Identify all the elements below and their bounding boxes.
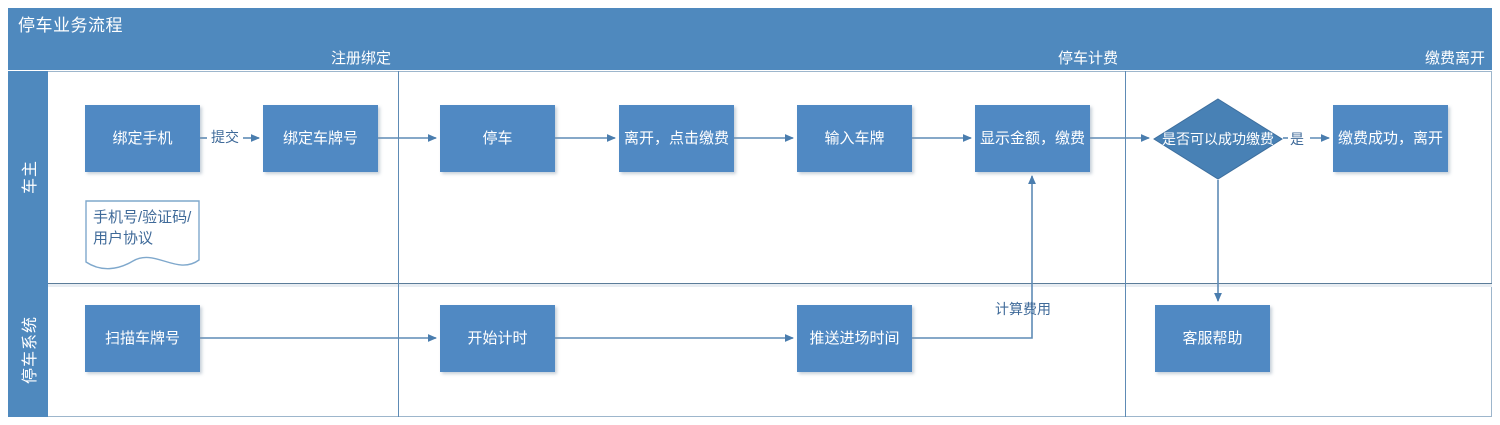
- page-title: 停车业务流程: [18, 16, 123, 35]
- phase-header-1: 注册绑定: [330, 49, 391, 67]
- node-input-plate[interactable]: 输入车牌: [797, 105, 912, 172]
- swimlane-header-owner: 车主: [8, 71, 48, 283]
- node-doc-register-info[interactable]: 手机号/验证码/用户协议: [85, 200, 200, 272]
- edge-label-yes: 是: [1290, 131, 1304, 147]
- phase-header-2: 停车计费: [1057, 49, 1118, 67]
- node-start-timer[interactable]: 开始计时: [440, 305, 555, 372]
- edge-label-calc-fee: 计算费用: [995, 301, 1051, 317]
- diamond-shape-icon: [1153, 98, 1283, 180]
- node-bind-phone[interactable]: 绑定手机: [85, 105, 200, 172]
- node-park[interactable]: 停车: [440, 105, 555, 172]
- edge-label-submit: 提交: [211, 129, 239, 145]
- decision-label: 是否可以成功缴费: [1162, 130, 1274, 147]
- document-shape-icon: [85, 200, 200, 270]
- node-leave-click-pay[interactable]: 离开，点击缴费: [619, 105, 734, 172]
- phase-divider-2: [1125, 71, 1126, 417]
- phase-header-3: 缴费离开: [1424, 49, 1485, 67]
- swimlane-divider-shadow: [48, 284, 1492, 287]
- node-show-amount-pay[interactable]: 显示金额，缴费: [975, 105, 1090, 172]
- swimlane-label-system: 停车系统: [22, 315, 39, 385]
- node-push-entry-time[interactable]: 推送进场时间: [797, 305, 912, 372]
- node-pay-success-leave[interactable]: 缴费成功，离开: [1333, 105, 1448, 172]
- swimlane-divider: [48, 283, 1492, 284]
- swimlane-header-system: 停车系统: [8, 283, 48, 417]
- phase-band: 注册绑定 停车计费 缴费离开: [8, 44, 1492, 70]
- node-customer-service[interactable]: 客服帮助: [1155, 305, 1270, 372]
- diagram-title-band: 停车业务流程: [8, 8, 1492, 44]
- swimlane-label-owner: 车主: [22, 159, 39, 195]
- phase-divider-1: [398, 71, 399, 417]
- node-bind-plate[interactable]: 绑定车牌号: [263, 105, 378, 172]
- node-scan-plate[interactable]: 扫描车牌号: [85, 305, 200, 372]
- decision-can-pay-success[interactable]: 是否可以成功缴费: [1153, 98, 1283, 180]
- doc-register-label: 手机号/验证码/用户协议: [93, 209, 192, 247]
